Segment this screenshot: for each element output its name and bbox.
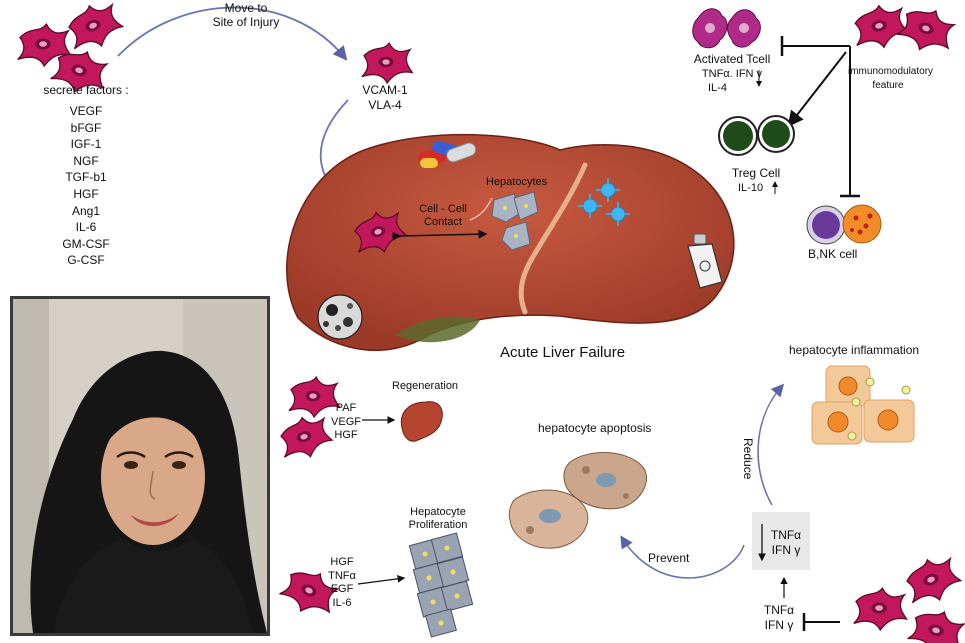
- immunomodulatory-label: immunomodulatory feature: [848, 65, 934, 93]
- msc-cluster-bottom-right: [853, 550, 965, 643]
- bottom-cytokine: IFN γ: [764, 618, 794, 632]
- cell-contact-label: Cell - Cell Contact: [405, 203, 481, 229]
- proliferation-factors: HGF TNFα EGF IL-6: [322, 556, 362, 610]
- activated-tcell-icon: [692, 8, 761, 49]
- proliferation-factor: EGF: [330, 583, 354, 595]
- cell-contact-arrow: [392, 229, 488, 241]
- small-liver-icon: [400, 401, 443, 442]
- factor-item: IL-6: [75, 220, 97, 235]
- box-cytokine: TNFα: [770, 528, 802, 542]
- hepatocytes-label: Hepatocytes: [486, 176, 548, 188]
- proliferation-factor: HGF: [330, 556, 354, 568]
- bottom-cytokine: TNFα: [763, 603, 795, 617]
- bnk-label: B,NK cell: [808, 247, 858, 261]
- tcell-cytokines: TNFα. IFN γ: [701, 67, 763, 80]
- treg-labels: Treg Cell IL-10: [720, 166, 792, 196]
- factor-item: HGF: [73, 186, 99, 201]
- vla-label: VLA-4: [368, 98, 402, 112]
- bottom-cytokines: TNFα IFN γ: [756, 603, 802, 633]
- regeneration-factor: HGF: [334, 429, 358, 441]
- tcell-il: IL-4: [708, 82, 727, 94]
- secrete-title: secrete factors :: [43, 83, 129, 97]
- reduce-label: Reduce: [741, 438, 755, 480]
- box-cytokine: IFN γ: [771, 543, 801, 557]
- immunomodulatory-line1: immunomodulatory: [848, 66, 934, 77]
- inflammation-label: hepatocyte inflammation: [789, 343, 920, 357]
- induce-treg-arrow: [787, 51, 847, 128]
- regeneration-factor: PAF: [335, 402, 357, 414]
- vcam-label: VCAM-1: [362, 83, 408, 97]
- msc-vcam: [361, 42, 413, 84]
- proliferation-title: Hepatocyte Proliferation: [398, 506, 478, 532]
- toxin-bottle-icon: [687, 233, 723, 289]
- move-label-line2: Site of Injury: [212, 14, 280, 29]
- necrotic-cell-icon: [317, 294, 363, 340]
- factor-item: TGF-b1: [65, 170, 107, 185]
- move-label-line1: Move to: [224, 1, 268, 15]
- regeneration-title: Regeneration: [392, 380, 459, 392]
- msc-cluster-top-right: [850, 0, 960, 60]
- move-label: Move to Site of Injury: [196, 1, 296, 30]
- tcell-labels: Activated Tcell TNFα. IFN γ IL-4: [676, 52, 788, 96]
- factor-item: IGF-1: [70, 137, 102, 152]
- cell-contact-line2: Contact: [424, 216, 462, 228]
- regeneration-factor: VEGF: [331, 415, 361, 428]
- liver-title: Acute Liver Failure: [500, 344, 626, 361]
- inflamed-hepatocytes-icon: [811, 365, 915, 445]
- treg-title: Treg Cell: [731, 166, 781, 180]
- cell-contact-line1: Cell - Cell: [419, 203, 467, 215]
- proliferation-factor: TNFα: [328, 569, 356, 582]
- hepatocyte-proliferation-cluster: [408, 532, 474, 638]
- treg-il: IL-10: [738, 182, 764, 194]
- move-to-injury-arrow: [117, 6, 348, 61]
- b-nk-cell-icon: [806, 204, 882, 245]
- factor-item: NGF: [73, 153, 99, 168]
- proliferation-title-line1: Hepatocyte: [410, 506, 466, 518]
- drug-pills-icon: [418, 140, 477, 168]
- factor-item: VEGF: [69, 104, 103, 118]
- tcell-title: Activated Tcell: [693, 52, 771, 66]
- hepatocytes-in-liver: [491, 191, 539, 251]
- treg-cell-icon: [718, 115, 795, 156]
- immunomodulatory-line2: feature: [872, 80, 904, 91]
- apoptotic-hepatocytes-icon: [508, 451, 647, 549]
- virus-icon: [578, 178, 630, 226]
- box-cytokines: TNFα IFN γ: [766, 528, 806, 558]
- prevent-label: Prevent: [648, 551, 690, 565]
- regeneration-factors: PAF VEGF HGF: [326, 402, 366, 443]
- prevent-arrow: [620, 535, 745, 579]
- factor-item: Ang1: [71, 203, 101, 218]
- portrait-illustration: [13, 299, 267, 633]
- apoptosis-label: hepatocyte apoptosis: [538, 421, 652, 435]
- adhesion-molecules: VCAM-1 VLA-4: [350, 83, 420, 113]
- factor-item: GM-CSF: [62, 236, 110, 251]
- reduce-arrow: [757, 383, 785, 506]
- factor-item: bFGF: [70, 120, 102, 135]
- proliferation-factor: IL-6: [332, 596, 352, 609]
- factor-item: G-CSF: [67, 253, 105, 268]
- secreted-factors-list: VEGF bFGF IGF-1 NGF TGF-b1 HGF Ang1 IL-6…: [36, 103, 136, 269]
- proliferation-arrow: [357, 574, 406, 585]
- author-portrait-photo: [10, 296, 270, 636]
- proliferation-title-line2: Proliferation: [408, 519, 468, 531]
